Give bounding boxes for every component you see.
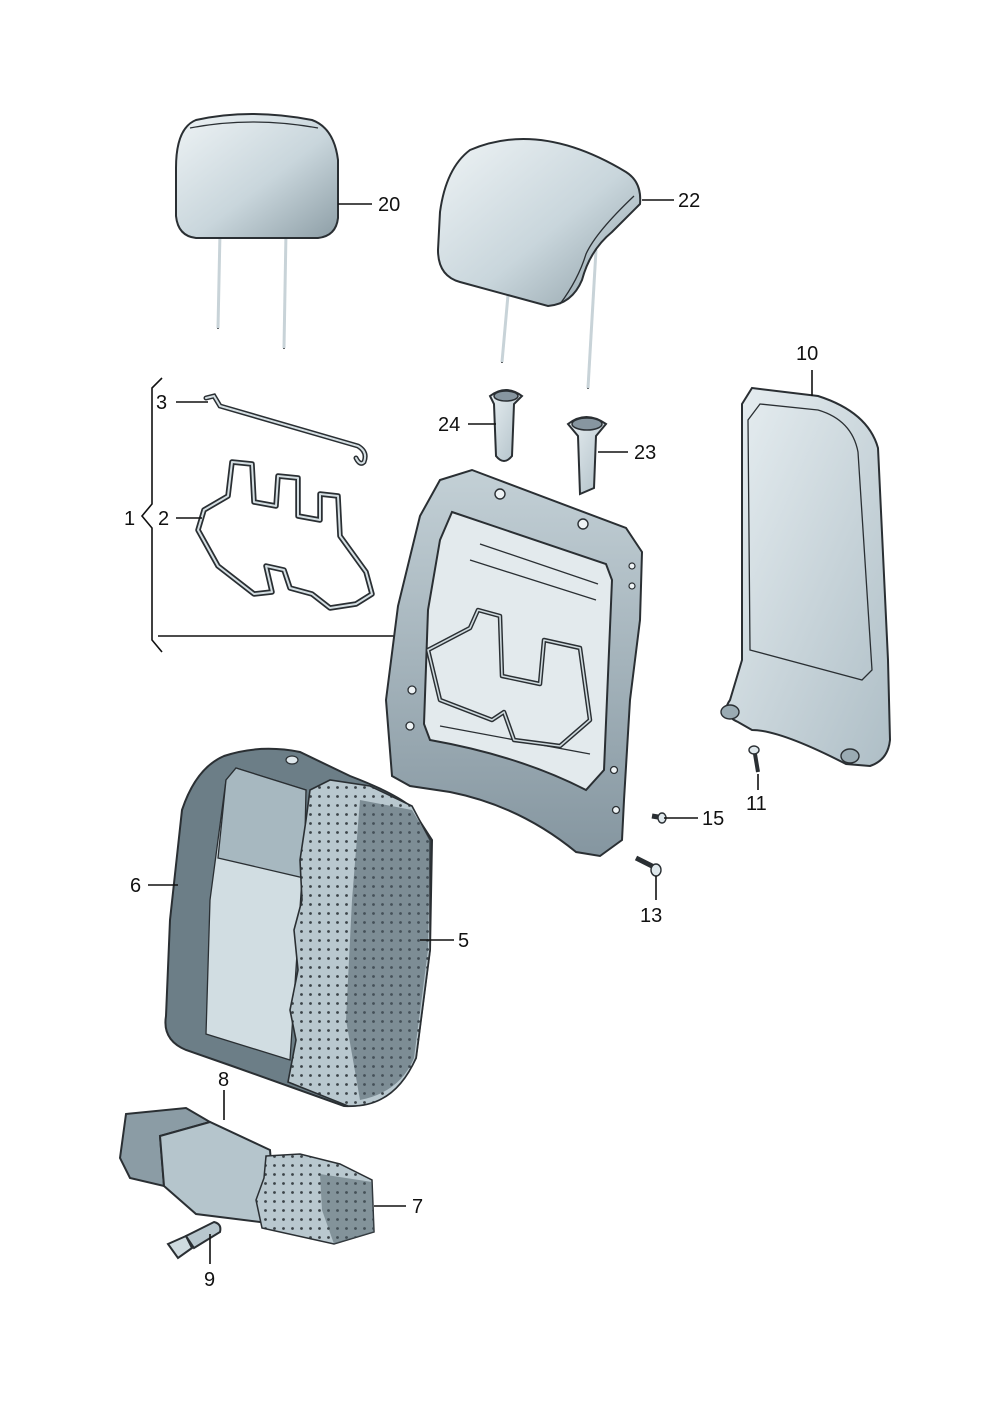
clip-9	[166, 1220, 222, 1260]
callout-23: 23	[634, 442, 656, 464]
callout-8: 8	[218, 1069, 229, 1091]
callout-3: 3	[156, 392, 167, 414]
callout-6: 6	[130, 875, 141, 897]
group-bracket-1	[140, 377, 163, 653]
wire-3	[203, 393, 368, 466]
callout-10: 10	[796, 343, 818, 365]
callout-24: 24	[438, 414, 460, 436]
guide-sleeve-23	[566, 416, 608, 496]
screw-11	[748, 745, 760, 773]
backrest-padding-5	[287, 779, 431, 1107]
callout-13: 13	[640, 905, 662, 927]
callout-11: 11	[746, 793, 767, 815]
screw-13	[634, 855, 662, 877]
rear-panel-10	[720, 386, 892, 768]
guide-sleeve-24	[488, 389, 524, 462]
leader-lines	[148, 199, 813, 1264]
callout-2: 2	[158, 508, 169, 530]
callout-1: 1	[124, 508, 135, 530]
callout-7: 7	[412, 1196, 423, 1218]
head-restraint-22	[436, 138, 642, 389]
side-bolster-7	[118, 1106, 375, 1245]
head-restraint-20	[175, 113, 339, 349]
backrest-frame	[384, 468, 644, 858]
callout-5: 5	[458, 930, 469, 952]
callout-22: 22	[678, 190, 700, 212]
callout-20: 20	[378, 194, 400, 216]
wire-mat-2	[195, 459, 375, 611]
callout-9: 9	[204, 1269, 215, 1291]
callout-15: 15	[702, 808, 724, 830]
screw-15	[651, 812, 667, 824]
